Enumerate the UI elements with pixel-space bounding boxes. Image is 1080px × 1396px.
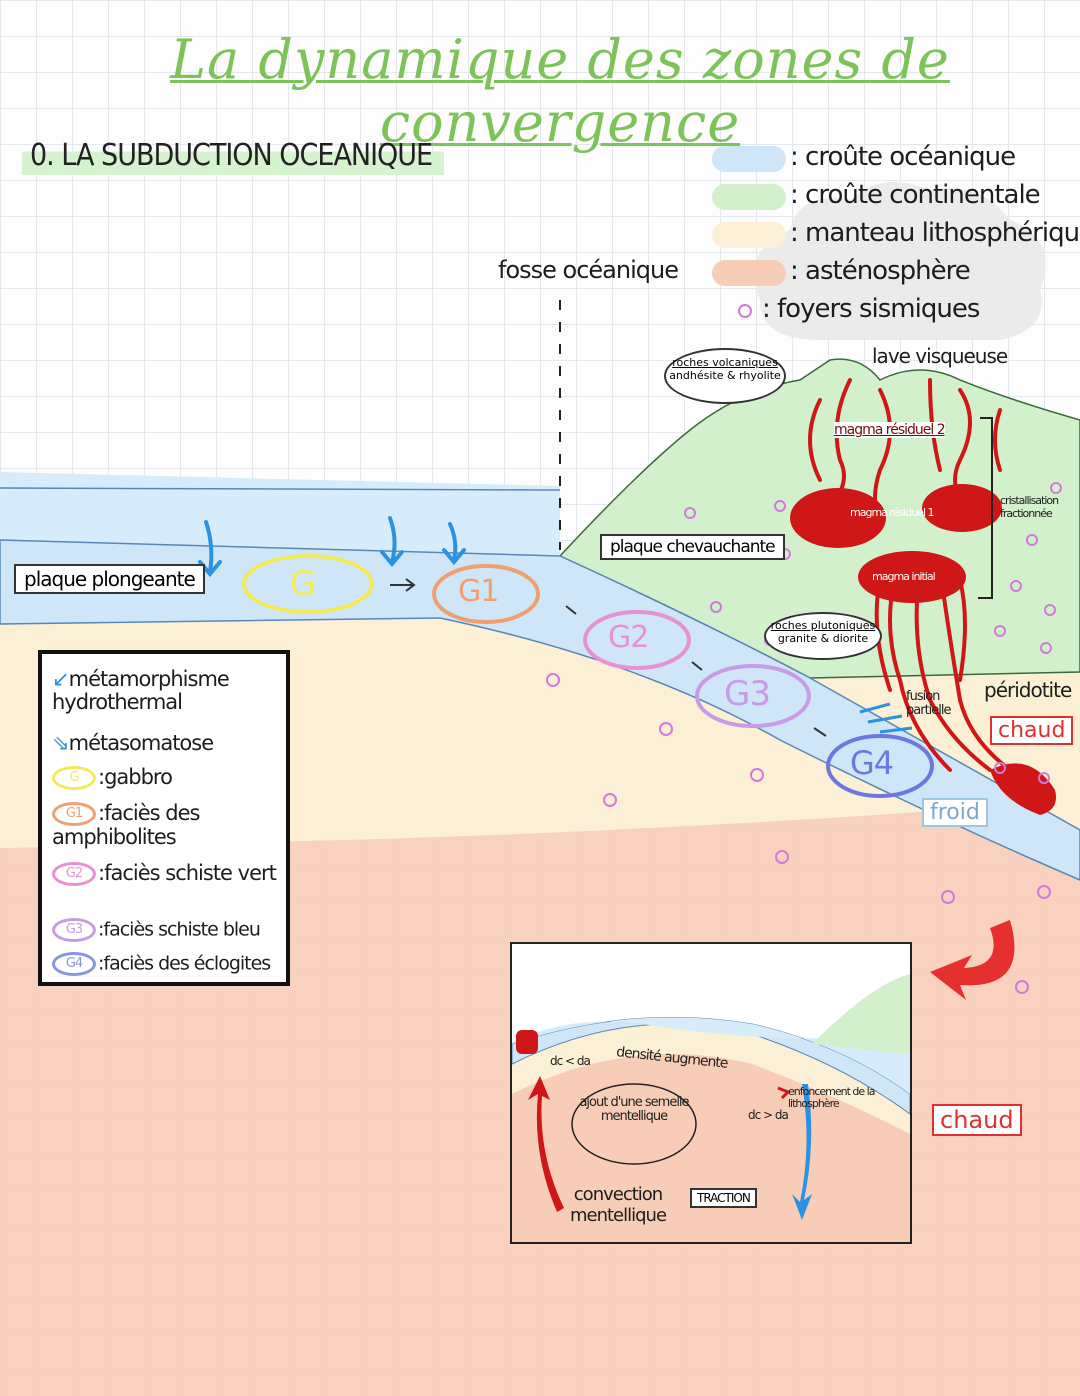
facies-g3-text: G3 [724, 674, 771, 714]
subducting-plate-label: plaque plongeante [14, 564, 205, 594]
swatch-asthenosphere [712, 260, 786, 286]
facies-legend: ↙métamorphisme hydrothermal ⇘métasomatos… [38, 650, 290, 986]
inset-diagram: dc < da densité augmente ajout d'une sem… [510, 942, 912, 1244]
hydrothermal-arrows [198, 516, 466, 578]
partial-melting-label: fusion partielle [906, 689, 952, 718]
facies-g1-text: G1 [458, 574, 499, 609]
inset-convection-label: convection mentellique [569, 1184, 667, 1226]
legend-metamorphism: ↙métamorphisme hydrothermal [52, 667, 230, 714]
overriding-plate-label: plaque chevauchante [600, 534, 785, 560]
ocean-water [0, 472, 560, 556]
facies-g4-oval [826, 734, 934, 798]
legend-metasomatose: ⇘métasomatose [52, 731, 214, 755]
hot-label-1: chaud [990, 716, 1074, 745]
facies-g-text: G [290, 564, 316, 604]
inset-svg [512, 974, 910, 1242]
legend-item-g3: G3:faciès schiste bleu [52, 918, 288, 942]
cold-label: froid [922, 798, 988, 827]
lava-label: lave visqueuse [872, 344, 1008, 368]
crystallization-label: cristallisation fractionnée [1000, 494, 1059, 520]
inset-dc-lt-da: dc < da [550, 1054, 591, 1068]
double-arrow-icon: ⇘ [52, 731, 70, 755]
magma-chamber-2 [922, 484, 1002, 532]
legend-item-g: G:gabbro [52, 766, 173, 790]
swatch-continental-crust [712, 184, 786, 210]
volcanic-rocks-label: roches volcaniques andhésite & rhyolite [664, 348, 786, 404]
section-title: 0. LA SUBDUCTION OCEANIQUE [22, 136, 445, 175]
page-title: La dynamique des zones de convergence [170, 28, 950, 154]
trench-label: fosse océanique [498, 256, 679, 284]
swatch-mantle [712, 222, 786, 248]
facies-g1-oval [432, 564, 540, 624]
seismic-dot-icon [738, 304, 752, 318]
inset-mantle-sole-label: ajout d'une semelle mentellique [579, 1095, 689, 1124]
magma-chamber-3 [858, 551, 966, 603]
legend-item-g1: G1:faciès des amphibolites [52, 801, 200, 849]
peridotite-label: péridotite [984, 678, 1072, 702]
plutonic-rocks-label: roches plutoniques granite & diorite [764, 612, 882, 660]
legend-item-g2: G2:faciès schiste vert [52, 862, 284, 886]
zoom-arrow [930, 920, 1015, 1000]
facies-g3-oval [695, 664, 811, 728]
inset-dc-gt-da: dc > da [748, 1108, 789, 1122]
residual-magma-2-label: magma résiduel 2 [834, 422, 946, 438]
inset-sinking-label: enfoncement de la lithosphère [788, 1085, 875, 1110]
swatch-ocean-crust [712, 146, 786, 172]
facies-g2-oval [583, 610, 691, 670]
hot-label-2: chaud [932, 1104, 1022, 1136]
facies-g-oval [242, 554, 374, 614]
magma-chamber-1 [790, 488, 886, 548]
facies-g2-text: G2 [608, 620, 649, 655]
facies-g4-text: G4 [850, 744, 894, 782]
legend-item-g4: G4:faciès des éclogites [52, 952, 288, 976]
residual-magma-1-label: magma résiduel 1 [850, 506, 934, 519]
inset-traction-label: TRACTION [690, 1188, 757, 1208]
metasomatose-arrows [859, 702, 913, 734]
initial-magma-label: magma initial [872, 570, 936, 583]
blue-arrow-icon: ↙ [52, 667, 70, 691]
